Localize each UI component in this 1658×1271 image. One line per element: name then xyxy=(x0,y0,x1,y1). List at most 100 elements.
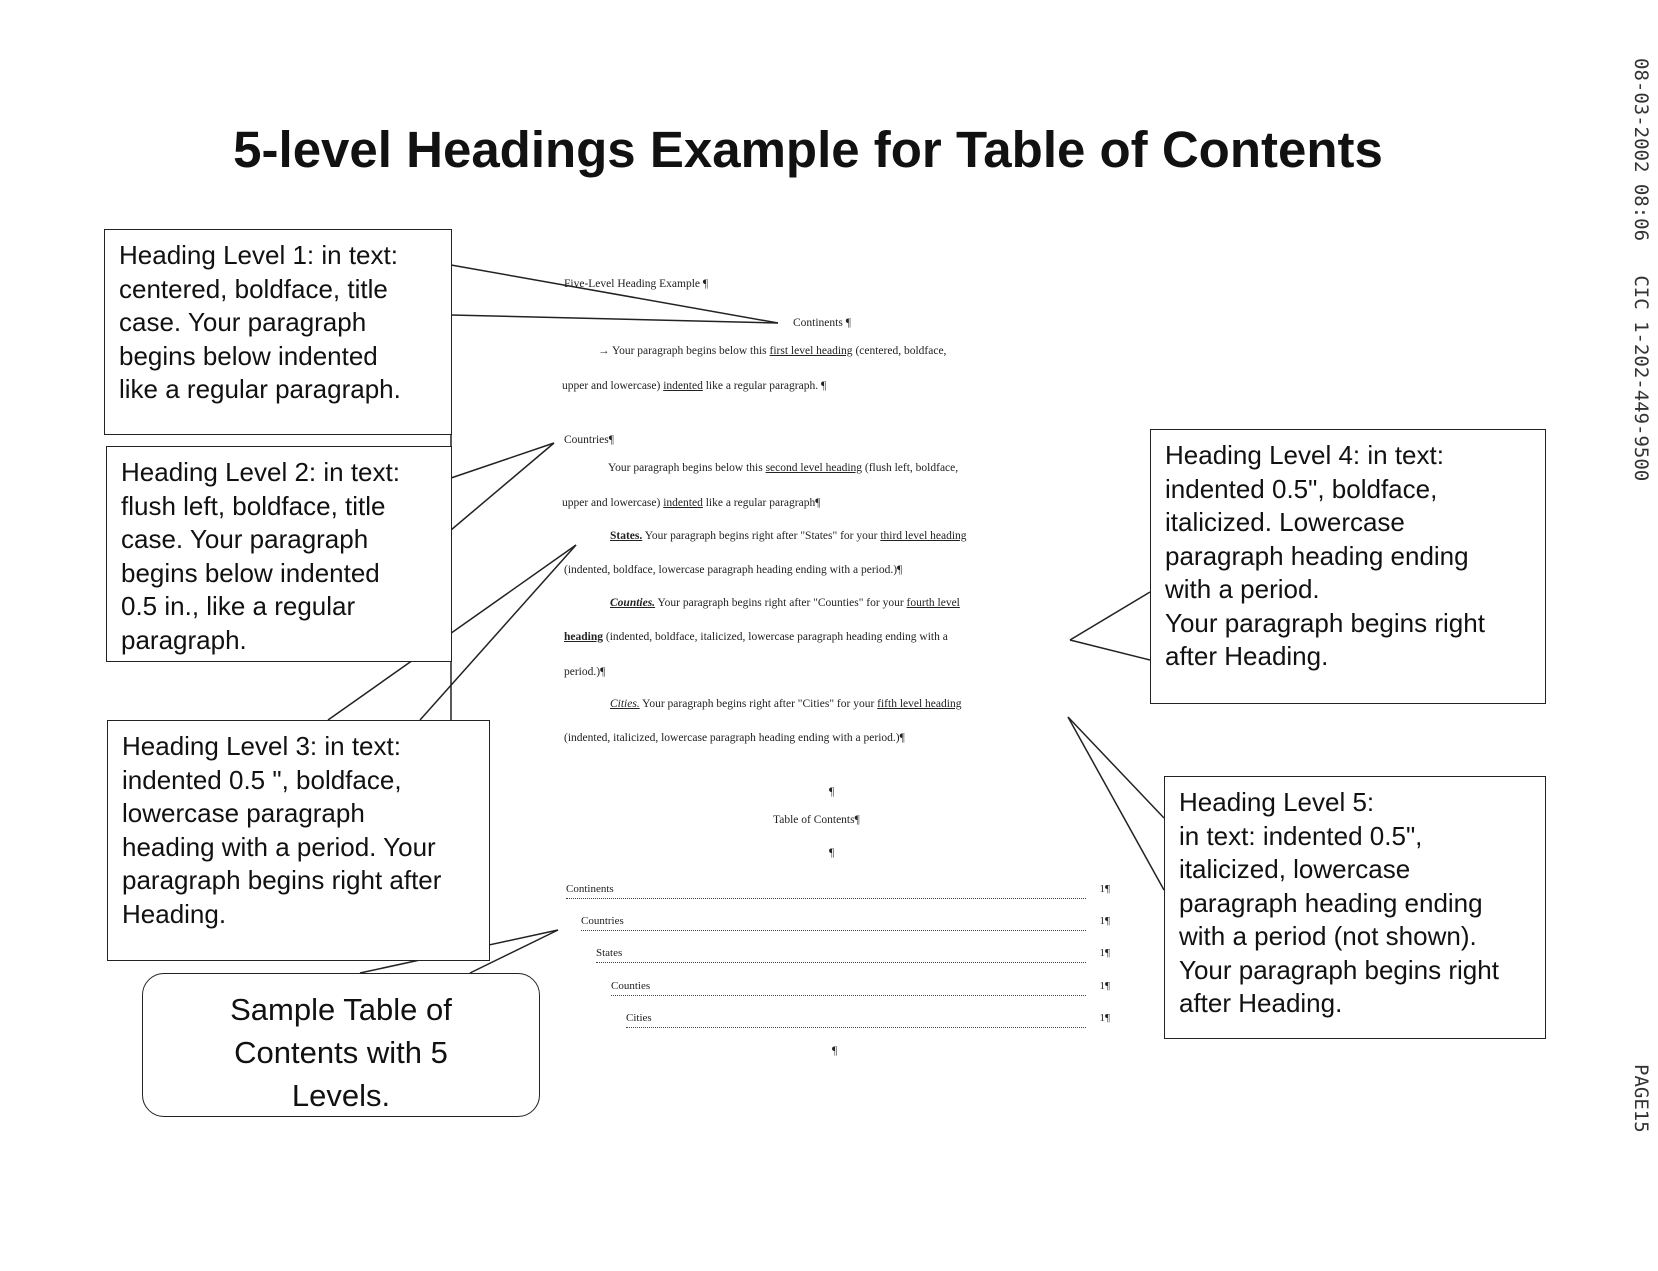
toc-label: Counties xyxy=(611,980,653,992)
callout-line: 0.5 in., like a regular xyxy=(121,591,356,621)
doc-text: (centered, boldface, xyxy=(852,345,947,357)
callout-line: Contents with 5 xyxy=(234,1035,448,1070)
callout-line: with a period (not shown). xyxy=(1179,921,1477,951)
doc-paragraph-5a: Cities. Your paragraph begins right afte… xyxy=(610,698,961,710)
callout-line: Heading Level 3: in text: xyxy=(122,731,401,761)
callout-line: Levels. xyxy=(291,1078,391,1113)
callout-line: in text: indented 0.5", xyxy=(1179,820,1423,851)
callout-line: heading with a period. Your xyxy=(122,831,436,862)
toc-page: 1¶ xyxy=(1099,1012,1110,1024)
callout-line: with a period. xyxy=(1165,574,1320,604)
doc-text: → Your paragraph begins below this xyxy=(598,345,770,357)
callout-line: centered, boldface, title xyxy=(119,273,388,304)
doc-paragraph-5b: (indented, italicized, lowercase paragra… xyxy=(564,732,905,744)
doc-heading-level-5: Cities. xyxy=(610,698,640,710)
doc-paragraph-3b: (indented, boldface, lowercase paragraph… xyxy=(564,564,903,576)
connector-sample-b xyxy=(469,929,559,974)
toc-row[interactable]: States 1¶ xyxy=(596,947,1110,963)
doc-heading-level-1: Continents ¶ xyxy=(793,317,851,329)
callout-heading-level-5: Heading Level 5: in text: indented 0.5",… xyxy=(1164,776,1546,1039)
doc-text: upper and lowercase) xyxy=(562,497,664,509)
toc-page: 1¶ xyxy=(1099,883,1110,895)
callout-heading-level-2: Heading Level 2: in text: flush left, bo… xyxy=(106,446,452,662)
callout-line: after Heading. xyxy=(1179,988,1343,1018)
callout-line: case. Your paragraph xyxy=(119,307,367,337)
callout-heading-level-3: Heading Level 3: in text: indented 0.5 "… xyxy=(107,720,490,961)
connector-level4-a xyxy=(1069,591,1151,641)
toc-label: Countries xyxy=(581,915,626,927)
doc-text-underlined: fifth level heading xyxy=(877,698,962,710)
doc-heading-level-3: States. xyxy=(610,530,643,542)
callout-heading-level-1: Heading Level 1: in text: centered, bold… xyxy=(104,229,452,435)
callout-line: Your paragraph begins right xyxy=(1165,607,1485,638)
connector-level1-a xyxy=(450,264,779,324)
doc-text: (indented, boldface, italicized, lowerca… xyxy=(603,631,948,643)
callout-line: begins below indented xyxy=(121,557,380,588)
doc-text-underlined: indented xyxy=(663,497,703,509)
connector-level4-b xyxy=(1069,639,1151,661)
doc-text: Your paragraph begins right after "State… xyxy=(642,530,881,542)
doc-pilcrow: ¶ xyxy=(832,1045,838,1057)
connector-level3-b xyxy=(419,544,577,721)
callout-line: italicized. Lowercase xyxy=(1165,507,1405,537)
toc-row[interactable]: Countries 1¶ xyxy=(581,915,1110,931)
callout-sample-toc: Sample Table of Contents with 5 Levels. xyxy=(142,973,540,1117)
doc-text: Your paragraph begins below this xyxy=(608,462,766,474)
callout-line: Heading Level 2: in text: xyxy=(121,457,400,487)
toc-label: States xyxy=(596,947,625,959)
doc-text-underlined: first level heading xyxy=(769,345,853,357)
callout-line: paragraph begins right after xyxy=(122,865,442,895)
doc-text-underlined: fourth level xyxy=(906,597,960,609)
doc-pilcrow: ¶ xyxy=(829,847,835,859)
callout-line: case. Your paragraph xyxy=(121,524,369,554)
doc-paragraph-2a: Your paragraph begins below this second … xyxy=(608,462,958,474)
callout-line: like a regular paragraph. xyxy=(119,374,401,404)
doc-paragraph-4b: heading (indented, boldface, italicized,… xyxy=(564,631,948,643)
toc-page: 1¶ xyxy=(1099,915,1110,927)
doc-paragraph-1b: upper and lowercase) indented like a reg… xyxy=(562,380,826,392)
doc-text: Your paragraph begins right after "Citie… xyxy=(639,698,878,710)
callout-line: Heading Level 1: in text: xyxy=(119,240,398,270)
toc-row[interactable]: Cities 1¶ xyxy=(626,1012,1110,1028)
connector-level5-b xyxy=(1067,716,1165,891)
doc-paragraph-3a: States. Your paragraph begins right afte… xyxy=(610,530,967,542)
callout-line: begins below indented xyxy=(119,340,378,371)
connector-level5-a xyxy=(1067,716,1165,819)
doc-paragraph-4a: Counties. Your paragraph begins right af… xyxy=(610,597,960,609)
doc-paragraph-4c: period.)¶ xyxy=(564,666,606,678)
callout-line: Heading Level 5: xyxy=(1179,787,1375,817)
toc-page: 1¶ xyxy=(1099,947,1110,959)
doc-paragraph-2b: upper and lowercase) indented like a reg… xyxy=(562,497,820,509)
callout-line: Heading. xyxy=(122,898,227,929)
callout-line: paragraph heading ending xyxy=(1165,540,1469,571)
doc-text-underlined: heading xyxy=(564,631,603,643)
callout-line: flush left, boldface, title xyxy=(121,490,386,521)
doc-text-underlined: third level heading xyxy=(880,530,967,542)
page-title: 5-level Headings Example for Table of Co… xyxy=(233,121,1383,178)
doc-header: Five-Level Heading Example ¶ xyxy=(564,278,709,290)
callout-heading-level-4: Heading Level 4: in text: indented 0.5",… xyxy=(1150,429,1546,704)
callout-line: lowercase paragraph xyxy=(122,798,365,828)
callout-line: Your paragraph begins right xyxy=(1179,954,1499,985)
doc-text: Your paragraph begins right after "Count… xyxy=(655,597,907,609)
doc-text: like a regular paragraph¶ xyxy=(702,497,821,509)
callout-line: Heading Level 4: in text: xyxy=(1165,440,1444,470)
callout-line: indented 0.5 ", boldface, xyxy=(122,764,402,795)
doc-text: (flush left, boldface, xyxy=(862,462,959,474)
connector-level1-b xyxy=(450,314,779,324)
doc-heading-level-4: Counties. xyxy=(610,597,656,609)
callout-line: paragraph heading ending xyxy=(1179,887,1483,918)
doc-text: like a regular paragraph. ¶ xyxy=(702,380,827,392)
toc-label: Cities xyxy=(626,1012,654,1024)
doc-text-underlined: second level heading xyxy=(765,462,863,474)
doc-text: upper and lowercase) xyxy=(562,380,664,392)
doc-heading-level-2: Countries¶ xyxy=(564,434,614,446)
doc-pilcrow: ¶ xyxy=(829,786,835,798)
connector-level3-a xyxy=(327,544,577,721)
doc-toc-title: Table of Contents¶ xyxy=(773,814,860,826)
callout-line: paragraph. xyxy=(121,624,247,655)
doc-paragraph-1a: → Your paragraph begins below this first… xyxy=(598,345,946,357)
callout-line: italicized, lowercase xyxy=(1179,854,1411,884)
